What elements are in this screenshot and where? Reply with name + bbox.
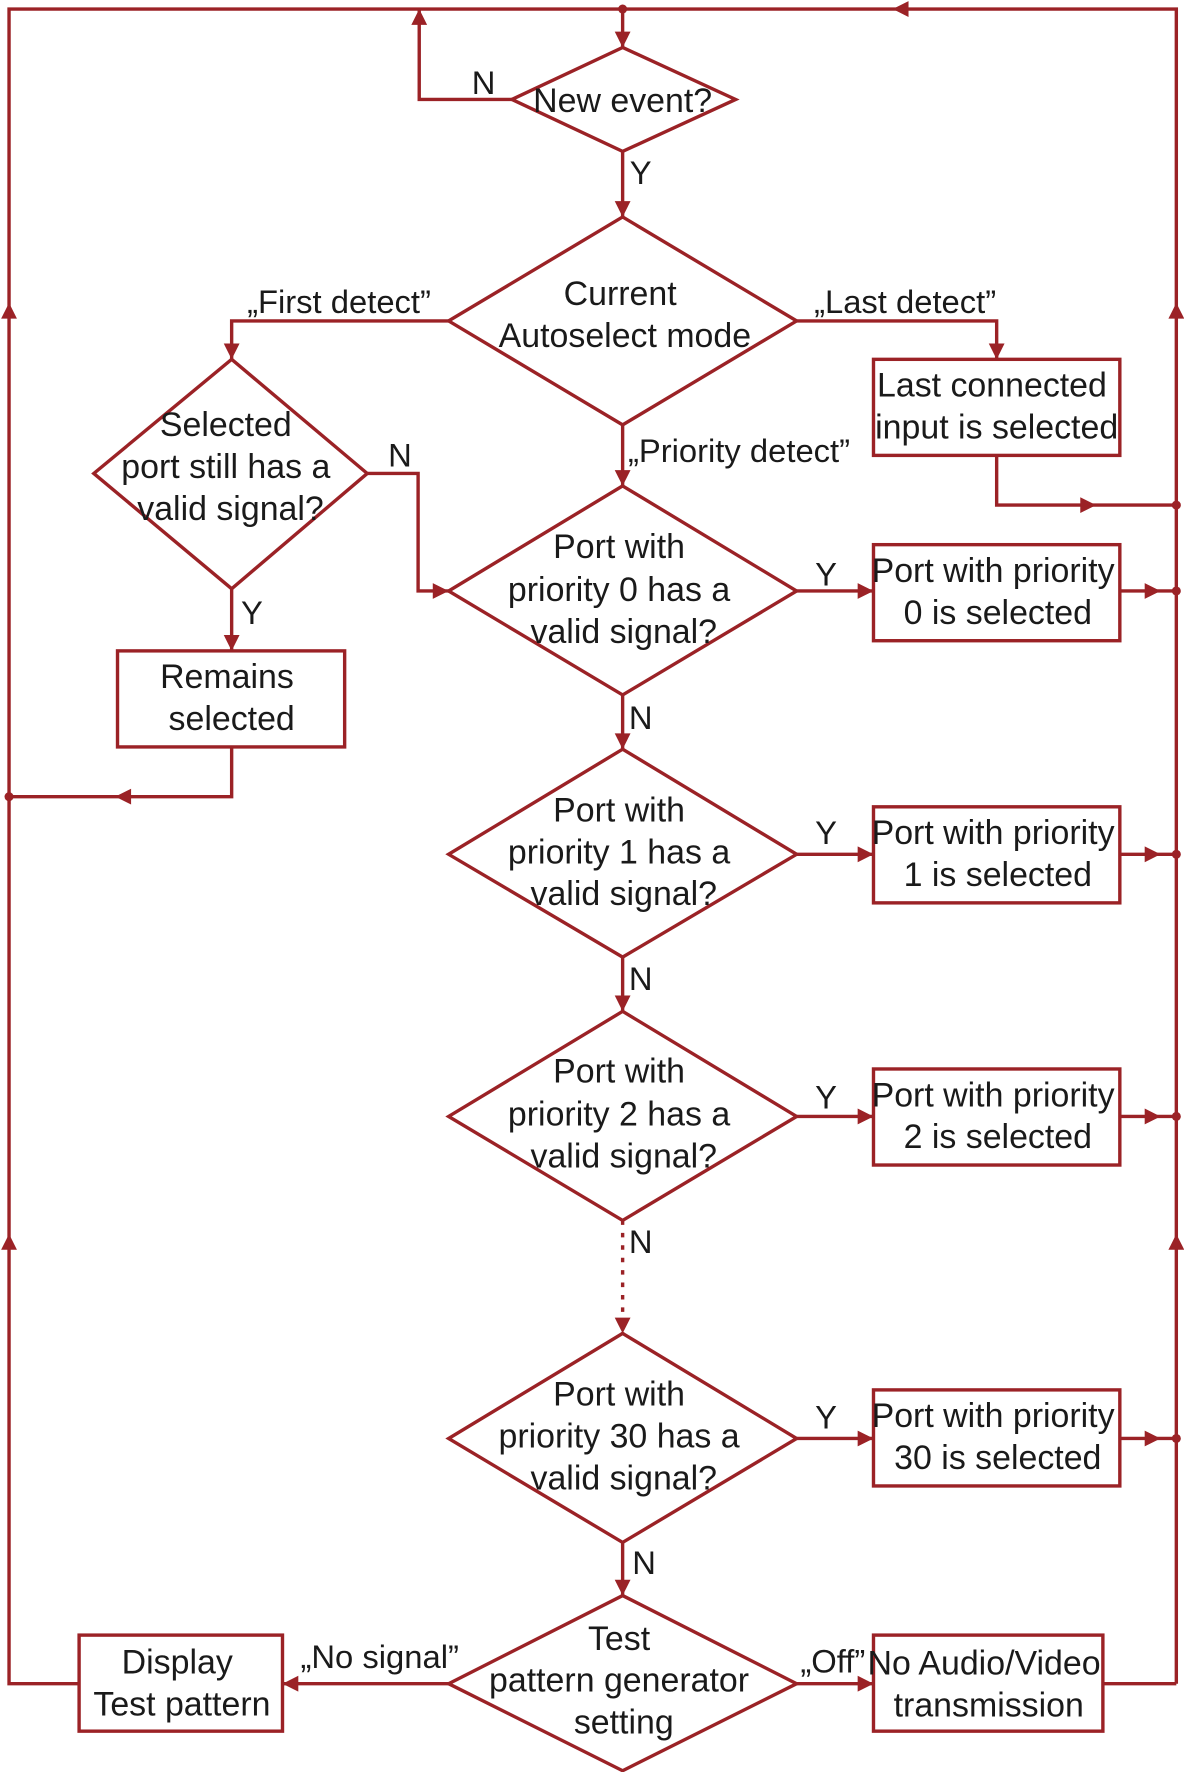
priority-30-no-label: N: [632, 1544, 656, 1581]
priority-1-no-label: N: [629, 960, 653, 997]
autoselect-mode-line-2: Autoselect mode: [499, 317, 751, 355]
no-av-transmission-line-2: transmission: [894, 1686, 1084, 1724]
priority-2-selected-line-1: Port with priority: [872, 1076, 1115, 1114]
test-pattern-setting-text: Test pattern generator setting: [489, 1620, 758, 1742]
priority-1-selected-line-2: 1 is selected: [904, 856, 1092, 894]
priority-1-yes-label: Y: [815, 814, 837, 851]
remains-selected-line-2: selected: [169, 700, 295, 738]
priority-30-decision: Port with priority 30 has a valid signal…: [445, 1331, 800, 1545]
priority-2-check-line-1: Port with: [553, 1053, 685, 1091]
priority-1-selected-text: Port with priority 1 is selected: [872, 814, 1124, 894]
still-valid-text: Selected port still has a valid signal?: [121, 406, 340, 528]
test-pattern-decision: Test pattern generator setting: [444, 1593, 801, 1772]
priority-30-check-text: Port with priority 30 has a valid signal…: [498, 1376, 749, 1498]
priority-1-selected-box: Port with priority 1 is selected: [872, 805, 1124, 905]
display-test-pattern-box: Display Test pattern: [77, 1633, 285, 1733]
priority-2-yes-label: Y: [815, 1079, 837, 1116]
priority-30-check-line-2: priority 30 has a: [498, 1418, 739, 1456]
priority-30-selected-box: Port with priority 30 is selected: [872, 1388, 1124, 1488]
priority-0-selected-line-2: 0 is selected: [904, 594, 1092, 632]
new-event-yes-label: Y: [630, 154, 652, 191]
autoselect-mode-decision: Current Autoselect mode: [445, 214, 800, 427]
still-valid-decision: Selected port still has a valid signal?: [91, 357, 370, 591]
no-av-transmission-line-1: No Audio/Video: [868, 1645, 1101, 1683]
priority-1-check-line-2: priority 1 has a: [508, 833, 730, 871]
new-event-no-label: N: [472, 64, 496, 101]
new-event-line-1: New event?: [533, 82, 712, 120]
priority-1-check-line-3: valid signal?: [531, 875, 718, 913]
autoselect-mode-text: Current Autoselect mode: [499, 275, 751, 355]
priority-0-selected-box: Port with priority 0 is selected: [872, 542, 1124, 643]
display-test-pattern-line-2: Test pattern: [93, 1685, 270, 1723]
priority-30-check-line-1: Port with: [553, 1376, 685, 1414]
priority-0-selected-line-1: Port with priority: [872, 552, 1115, 590]
still-valid-line-3: valid signal?: [137, 490, 324, 528]
priority-0-check-line-3: valid signal?: [531, 613, 718, 651]
priority-0-check-line-2: priority 0 has a: [508, 571, 730, 609]
priority-30-yes-label: Y: [815, 1398, 837, 1435]
priority-2-check-text: Port with priority 2 has a valid signal?: [508, 1053, 740, 1176]
display-test-pattern-text: Display Test pattern: [93, 1644, 270, 1724]
priority-1-decision: Port with priority 1 has a valid signal?: [445, 747, 800, 960]
new-event-decision: New event?: [507, 45, 740, 154]
remains-selected-box: Remains selected: [115, 649, 347, 749]
still-valid-no-label: N: [388, 437, 412, 474]
remains-selected-line-1: Remains: [160, 658, 294, 696]
last-connected-line-1: Last connected: [877, 367, 1107, 405]
test-pattern-setting-line-2: pattern generator: [489, 1662, 749, 1700]
remains-selected-text: Remains selected: [160, 658, 303, 738]
still-valid-line-1: Selected: [160, 406, 292, 444]
priority-30-check-line-3: valid signal?: [531, 1459, 718, 1497]
first-detect-label: „First detect”: [247, 283, 431, 320]
last-connected-box: Last connected input is selected: [871, 357, 1122, 458]
last-connected-text: Last connected input is selected: [875, 367, 1118, 447]
priority-0-yes-label: Y: [815, 555, 837, 592]
priority-1-check-text: Port with priority 1 has a valid signal?: [508, 792, 740, 914]
new-event-text: New event?: [533, 82, 712, 120]
test-pattern-setting-line-3: setting: [574, 1703, 674, 1741]
display-test-pattern-line-1: Display: [122, 1644, 233, 1682]
priority-0-selected-text: Port with priority 0 is selected: [872, 552, 1124, 632]
priority-2-selected-line-2: 2 is selected: [904, 1118, 1092, 1156]
autoselect-mode-line-1: Current: [564, 275, 678, 313]
priority-2-check-line-2: priority 2 has a: [508, 1095, 730, 1133]
arrowheads: [1, 1, 1184, 1692]
last-detect-label: „Last detect”: [814, 283, 996, 320]
priority-30-selected-line-1: Port with priority: [872, 1397, 1115, 1435]
last-connected-line-2: input is selected: [875, 408, 1118, 446]
priority-0-decision: Port with priority 0 has a valid signal?: [445, 483, 800, 697]
priority-0-no-label: N: [629, 699, 653, 736]
off-label: „Off”: [800, 1642, 865, 1679]
edge-labels: N Y „First detect” „Last detect” „Priori…: [241, 64, 996, 1680]
priority-0-check-line-1: Port with: [553, 528, 685, 566]
no-signal-label: „No signal”: [300, 1638, 458, 1675]
priority-2-selected-text: Port with priority 2 is selected: [872, 1076, 1124, 1156]
priority-2-selected-box: Port with priority 2 is selected: [872, 1067, 1124, 1167]
priority-30-selected-text: Port with priority 30 is selected: [872, 1397, 1124, 1477]
priority-2-check-line-3: valid signal?: [531, 1137, 718, 1175]
still-valid-yes-label: Y: [241, 594, 263, 631]
priority-30-selected-line-2: 30 is selected: [894, 1439, 1101, 1477]
no-av-transmission-box: No Audio/Video transmission: [868, 1633, 1110, 1733]
priority-1-selected-line-1: Port with priority: [872, 814, 1115, 852]
no-av-transmission-text: No Audio/Video transmission: [868, 1645, 1110, 1725]
priority-2-decision: Port with priority 2 has a valid signal?: [445, 1009, 800, 1223]
priority-2-no-label: N: [629, 1223, 653, 1260]
test-pattern-setting-line-1: Test: [588, 1620, 651, 1658]
priority-detect-label: „Priority detect”: [628, 432, 850, 469]
priority-0-check-text: Port with priority 0 has a valid signal?: [508, 528, 740, 651]
priority-1-check-line-1: Port with: [553, 792, 685, 830]
still-valid-line-2: port still has a: [121, 448, 330, 486]
